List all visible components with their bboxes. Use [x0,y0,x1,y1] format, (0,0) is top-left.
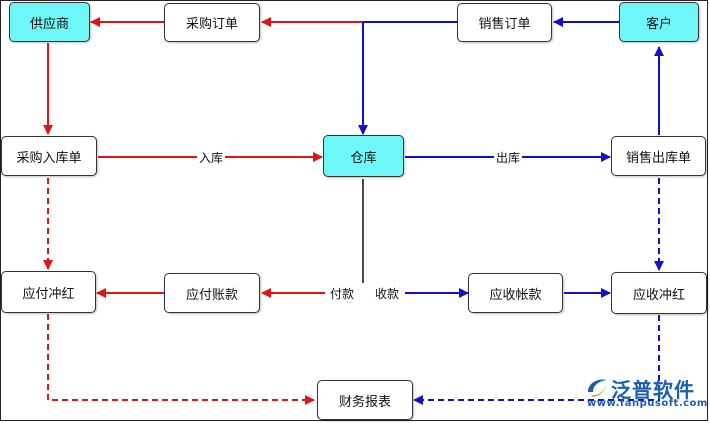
node-financial-report[interactable]: 财务报表 [317,380,413,420]
logo-swoosh-icon [588,379,607,397]
label-payment: 付款 [328,285,357,302]
label-outbound: 出库 [494,149,523,166]
edge-receivable-offset-to-financial-report [413,315,660,405]
node-sales-outbound[interactable]: 销售出库单 [611,136,706,176]
watermark-logo: 泛普软件 www.fanpusoft.com [585,374,707,412]
label-receipt: 收款 [373,285,402,302]
logo-title: 泛普软件 [611,378,695,402]
logo-url: www.fanpusoft.com [587,398,708,409]
edge-payable-offset-to-financial-report [47,314,315,405]
node-supplier[interactable]: 供应商 [9,2,90,42]
node-receivable-account[interactable]: 应收帐款 [468,273,563,313]
node-warehouse[interactable]: 仓库 [323,135,404,177]
node-purchase-inbound[interactable]: 采购入库单 [1,136,97,176]
node-payable-account[interactable]: 应付账款 [164,273,260,313]
node-receivable-offset[interactable]: 应收冲红 [611,272,707,314]
node-customer[interactable]: 客户 [619,2,699,42]
node-purchase-order[interactable]: 采购订单 [164,3,260,42]
node-sales-order[interactable]: 销售订单 [457,3,552,42]
node-payable-offset[interactable]: 应付冲红 [1,271,96,313]
label-inbound: 入库 [197,149,226,166]
